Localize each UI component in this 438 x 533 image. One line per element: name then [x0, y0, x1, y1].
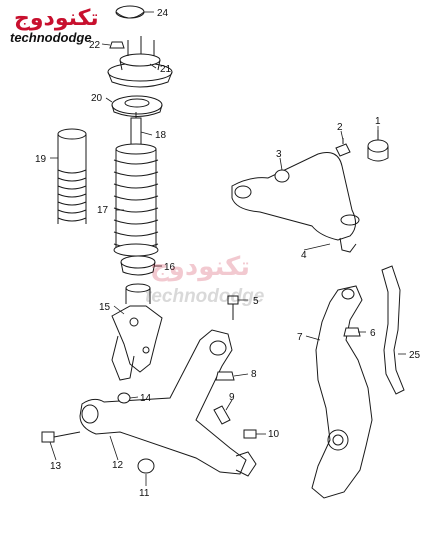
bushing-1 [367, 130, 389, 162]
bolt-9 [213, 405, 231, 425]
callout-17: 17 [97, 205, 109, 216]
callout-21: 21 [160, 64, 172, 75]
callout-18: 18 [155, 130, 167, 141]
piston-rod-18 [130, 112, 142, 147]
bracket-25 [381, 265, 405, 395]
callout-19: 19 [35, 154, 47, 165]
callout-1: 1 [375, 116, 381, 127]
bearing-20 [111, 95, 163, 117]
callout-2: 2 [337, 122, 343, 133]
callout-3: 3 [276, 149, 282, 160]
callout-15: 15 [99, 302, 111, 313]
spring-seat-16 [120, 255, 156, 276]
bushing-14 [117, 392, 131, 404]
callout-9: 9 [229, 392, 235, 403]
watermark-latin-text: technododge [145, 286, 265, 307]
nut-6 [343, 327, 361, 337]
nut-10 [243, 429, 257, 439]
callout-8: 8 [251, 369, 257, 380]
steering-knuckle-7 [311, 285, 373, 499]
callout-16: 16 [164, 262, 176, 273]
callout-24: 24 [157, 8, 169, 19]
nut-22 [109, 41, 125, 49]
strut-clevis-15 [111, 283, 163, 381]
callout-7: 7 [297, 332, 303, 343]
lower-control-arm-12 [79, 329, 257, 477]
callout-6: 6 [370, 328, 376, 339]
nut-3 [274, 169, 290, 183]
upper-control-arm-4 [231, 152, 360, 253]
callout-25: 25 [409, 350, 421, 361]
cap-24 [115, 5, 145, 19]
watermark-arabic-text: تكنودوج [150, 252, 251, 282]
coil-spring-17 [113, 143, 159, 257]
callout-10: 10 [268, 429, 280, 440]
callout-labels: 1 2 3 4 5 6 7 8 9 10 11 12 13 14 15 16 1… [35, 8, 421, 499]
callout-12: 12 [112, 460, 124, 471]
callout-14: 14 [140, 393, 152, 404]
nut-11 [137, 458, 155, 474]
callout-20: 20 [91, 93, 103, 104]
bolt-13 [41, 431, 81, 443]
strut-mount-21 [107, 36, 173, 88]
bolt-2 [335, 138, 351, 157]
callout-4: 4 [301, 250, 307, 261]
logo-arabic-text: تكنودوج [14, 6, 99, 31]
callout-11: 11 [139, 488, 150, 499]
leader-lines [49, 11, 406, 486]
callout-13: 13 [50, 461, 62, 472]
dust-boot-19 [57, 128, 87, 224]
nut-8 [215, 371, 235, 381]
logo-latin-text: technododge [10, 30, 92, 45]
callout-22: 22 [89, 40, 101, 51]
callout-5: 5 [253, 296, 259, 307]
